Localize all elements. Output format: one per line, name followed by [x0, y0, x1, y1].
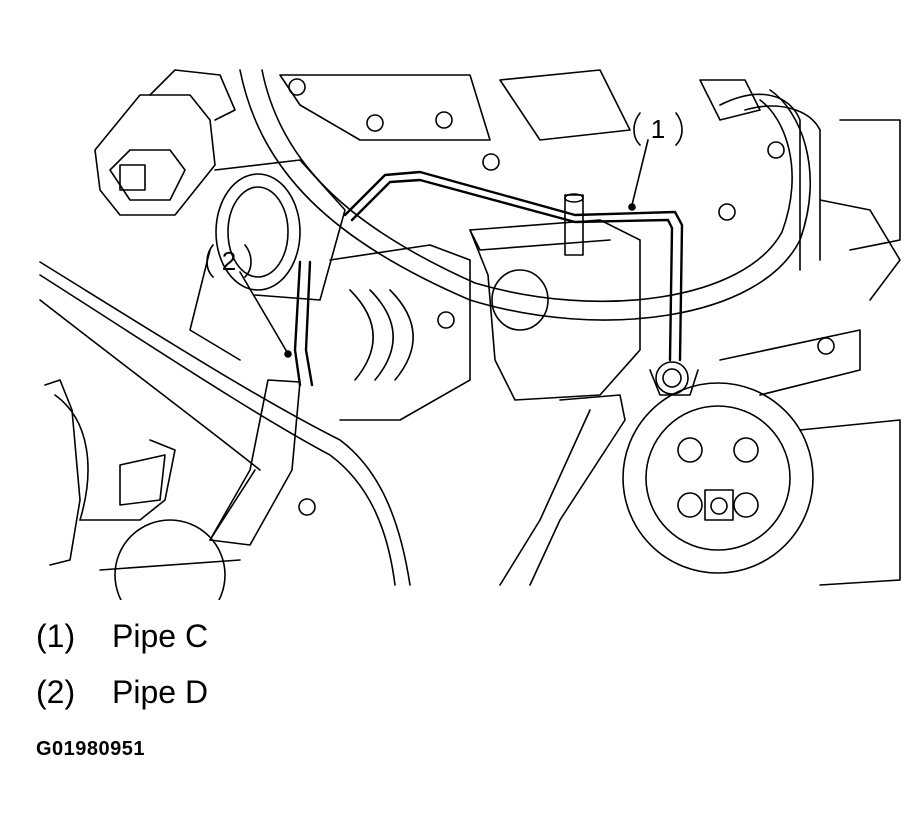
- diagonal-hose: [39, 261, 626, 586]
- callout-leaders: [239, 139, 649, 358]
- pipe-c: [343, 170, 699, 396]
- upper-components: [279, 69, 901, 301]
- inlet-connector: [94, 69, 236, 216]
- left-harness: [44, 379, 241, 600]
- hose-loop: [239, 69, 812, 321]
- callout-2: 2: [206, 244, 252, 278]
- legend-number: (1): [36, 618, 76, 654]
- figure-id: G01980951: [36, 738, 146, 760]
- legend-label: Pipe D: [112, 674, 209, 710]
- legend-label: Pipe C: [112, 618, 209, 654]
- legend-item-pipe-d: (2) Pipe D: [36, 676, 208, 708]
- engine-line-drawing: 1 2: [39, 69, 901, 600]
- legend-item-pipe-c: (1) Pipe C: [36, 620, 208, 652]
- callout-1: 1: [633, 112, 683, 146]
- callout-1-number: 1: [651, 114, 665, 144]
- pulley: [622, 329, 901, 586]
- pipe-d: [209, 260, 314, 546]
- legend-number: (2): [36, 674, 76, 710]
- callout-2-number: 2: [222, 246, 236, 276]
- bolts: [288, 78, 835, 516]
- central-housing: [329, 219, 641, 421]
- intake-tube: [189, 159, 346, 361]
